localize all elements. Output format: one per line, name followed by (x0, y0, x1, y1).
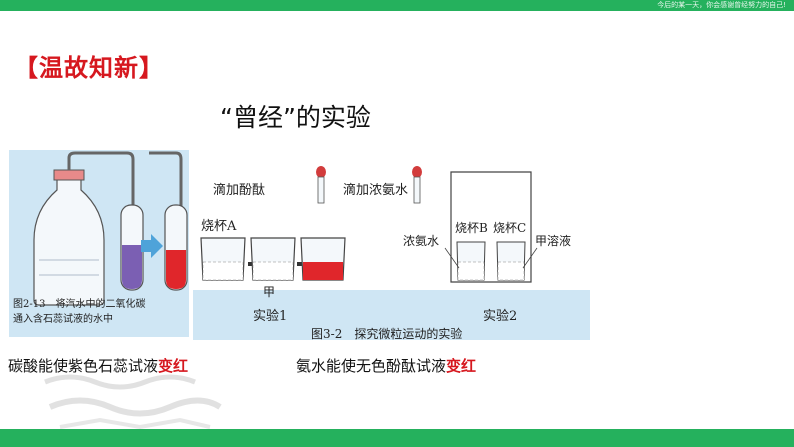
caption-right-emphasis: 变红 (446, 357, 477, 375)
label-drop-ammonia: 滴加浓氨水 (343, 182, 408, 198)
top-bar: 今后的某一天，你会感谢曾经努力的自己! (0, 0, 794, 11)
label-beaker-b: 烧杯B (455, 221, 488, 235)
caption-left-emphasis: 变红 (158, 357, 189, 375)
litmus-liquid (122, 245, 142, 289)
dropper-phenolphthalein (316, 166, 326, 204)
label-beaker-a: 烧杯A (201, 219, 237, 234)
label-exp2: 实验2 (483, 308, 517, 324)
soda-bottle (33, 177, 105, 306)
section-title: 【温故知新】 (14, 54, 164, 82)
label-figure-caption: 图3-2 探究微粒运动的实验 (311, 326, 462, 340)
figure-particle-motion: 滴加酚酞 滴加浓氨水 烧杯A 甲 实验1 图3-2 探究微粒运动的实验 烧杯B … (193, 150, 590, 340)
caption-right-text: 氨水能使无色酚酞试液 (296, 357, 447, 375)
slide-heading: “曾经”的实验 (220, 103, 371, 132)
top-motto: 今后的某一天，你会感谢曾经努力的自己! (657, 1, 786, 9)
delivery-tube (67, 151, 135, 260)
red-liquid (166, 250, 186, 289)
caption-left: 碳酸能使紫色石蕊试液变红 (8, 355, 188, 376)
label-exp1: 实验1 (253, 308, 287, 324)
label-beaker-c: 烧杯C (493, 221, 526, 235)
figure-left-caption-1: 图2-13 将汽水中的二氧化碳 (13, 297, 145, 310)
figure-right-caption-band (193, 290, 590, 340)
label-jia: 甲 (263, 285, 275, 299)
delivery-tube-2 (149, 151, 183, 260)
label-drop-phenol: 滴加酚酞 (213, 182, 265, 198)
label-jia-solution: 甲溶液 (535, 233, 571, 248)
decorative-watermark (44, 374, 222, 430)
figure-co2-litmus: 图2-13 将汽水中的二氧化碳 通入含石蕊试液的水中 (9, 150, 189, 337)
bottom-bar (0, 429, 794, 447)
dropper-ammonia (412, 166, 422, 204)
figure-left-caption-2: 通入含石蕊试液的水中 (13, 312, 113, 325)
label-conc-ammonia: 浓氨水 (403, 234, 439, 248)
change-arrow (141, 234, 163, 258)
caption-left-text: 碳酸能使紫色石蕊试液 (8, 357, 159, 375)
caption-right: 氨水能使无色酚酞试液变红 (296, 355, 476, 376)
bottle-cap (53, 169, 85, 181)
